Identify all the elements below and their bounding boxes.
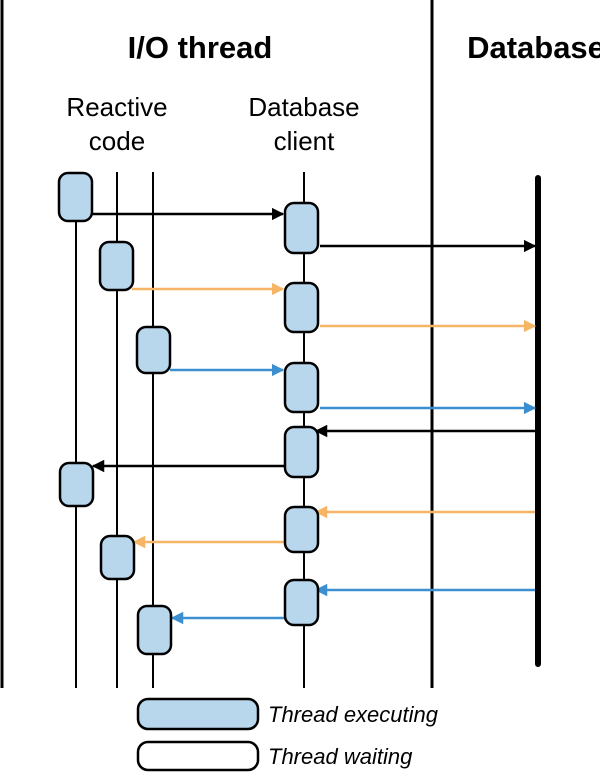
reactive-3-execution-block — [135, 325, 172, 375]
reactive-1-return-block — [58, 461, 95, 508]
legend-executing-swatch — [136, 697, 260, 731]
legend-waiting-swatch — [136, 740, 260, 772]
database-client-label-line1: Database — [248, 92, 359, 122]
database-client-label-line2: client — [274, 126, 335, 156]
client-execution-block-5 — [283, 505, 320, 554]
reactive-2-execution-block — [98, 240, 135, 292]
reactive-code-label-line2: code — [89, 126, 145, 156]
client-execution-block-4 — [283, 425, 320, 479]
client-execution-block-2 — [283, 281, 320, 334]
reactive-3-return-block — [136, 604, 173, 656]
client-execution-block-1 — [283, 201, 320, 255]
client-execution-block-3 — [283, 361, 320, 414]
reactive-code-label-line1: Reactive — [66, 92, 167, 122]
legend-executing-label: Thread executing — [268, 702, 439, 727]
io-thread-header: I/O thread — [128, 30, 273, 65]
legend-waiting-label: Thread waiting — [268, 744, 413, 769]
legend: Thread executing Thread waiting — [136, 697, 439, 772]
client-execution-block-6 — [283, 578, 320, 627]
reactive-1-execution-block — [57, 171, 94, 223]
database-header: Database — [467, 30, 600, 65]
reactive-2-return-block — [99, 534, 136, 581]
